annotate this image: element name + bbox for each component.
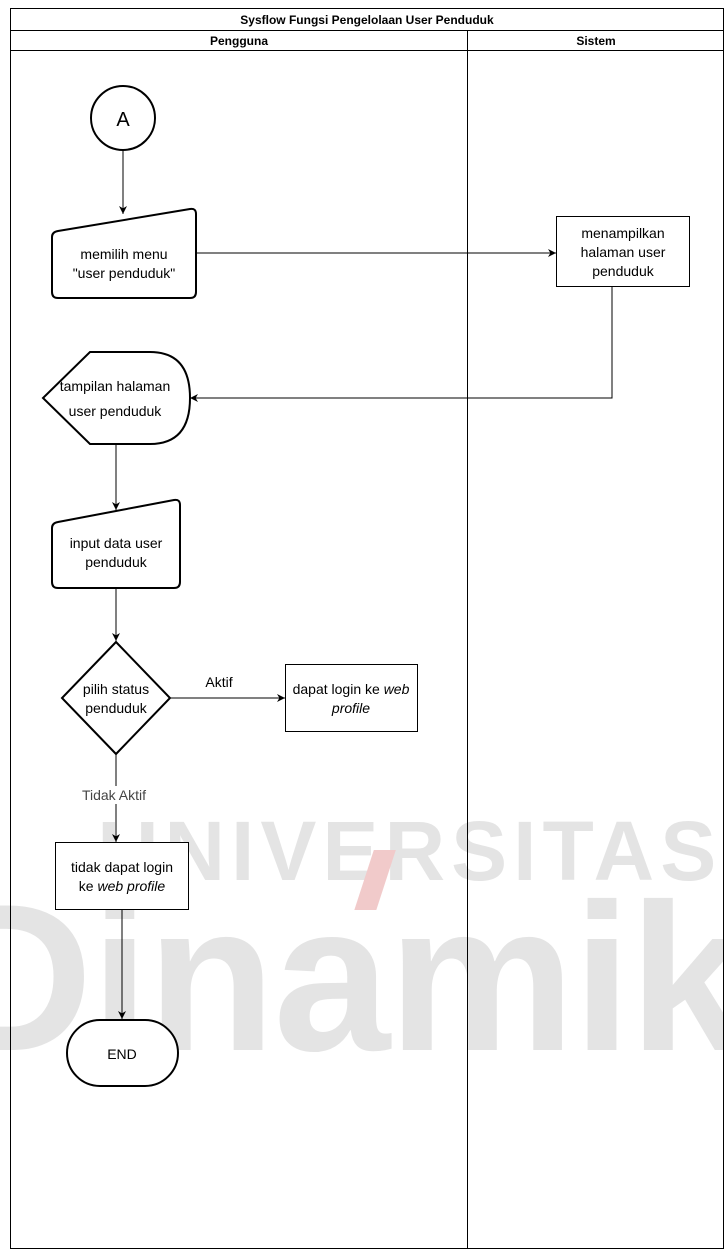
display-1-line1: tampilan halaman [60, 378, 171, 394]
manual-input-2-line2: penduduk [85, 554, 148, 570]
manual-input-1-line1: memilih menu [80, 246, 167, 262]
process-aktif-line1: dapat login ke web [293, 681, 410, 697]
display-tampilan-halaman: tampilan halaman user penduduk [41, 351, 192, 445]
process-dapat-login: dapat login ke web profile [285, 664, 418, 732]
decision-pilih-status: pilih status penduduk [60, 640, 172, 756]
decision-line2: penduduk [85, 700, 148, 716]
process-1-line1: menampilkan [581, 225, 664, 241]
edge-label-tidak-aktif-group: Tidak Aktif [74, 786, 154, 804]
process-aktif-line1-plain: dapat login ke [293, 681, 384, 697]
watermark-accent [354, 850, 396, 910]
edge-label-aktif: Aktif [205, 674, 232, 690]
process-tidak-line2-plain: ke [79, 878, 98, 894]
process-1-line2: halaman user [581, 244, 666, 260]
edges [112, 151, 613, 1019]
terminator-end: END [66, 1019, 179, 1087]
process-1-line3: penduduk [592, 263, 655, 279]
process-tidak-dapat-login: tidak dapat login ke web profile [55, 842, 189, 910]
connector-a: A [90, 85, 156, 151]
terminator-end-label: END [107, 1046, 137, 1062]
process-aktif-line1-italic: web [384, 681, 410, 697]
decision-line1: pilih status [83, 681, 149, 697]
process-aktif-line2: profile [331, 700, 370, 716]
manual-input-2-line1: input data user [70, 535, 163, 551]
edge-process1-to-display1 [190, 286, 613, 402]
process-tidak-line2: ke web profile [79, 878, 166, 894]
process-tidak-line1: tidak dapat login [71, 859, 173, 875]
process-menampilkan-halaman: menampilkan halaman user penduduk [556, 216, 690, 287]
edge-label-tidak-aktif: Tidak Aktif [82, 787, 146, 803]
manual-input-1-line2: "user penduduk" [73, 265, 176, 281]
diagram-title: Sysflow Fungsi Pengelolaan User Penduduk [240, 13, 494, 27]
manual-input-data-user: input data user penduduk [51, 498, 181, 589]
lane-header-sistem: Sistem [576, 34, 615, 48]
display-1-line2: user penduduk [69, 403, 163, 419]
connector-a-label: A [116, 109, 130, 131]
process-tidak-line2-italic: web profile [97, 878, 165, 894]
manual-input-memilih-menu: memilih menu "user penduduk" [51, 207, 197, 299]
lane-header-pengguna: Pengguna [210, 34, 268, 48]
watermark-top: UNIVERSITAS [98, 804, 723, 898]
